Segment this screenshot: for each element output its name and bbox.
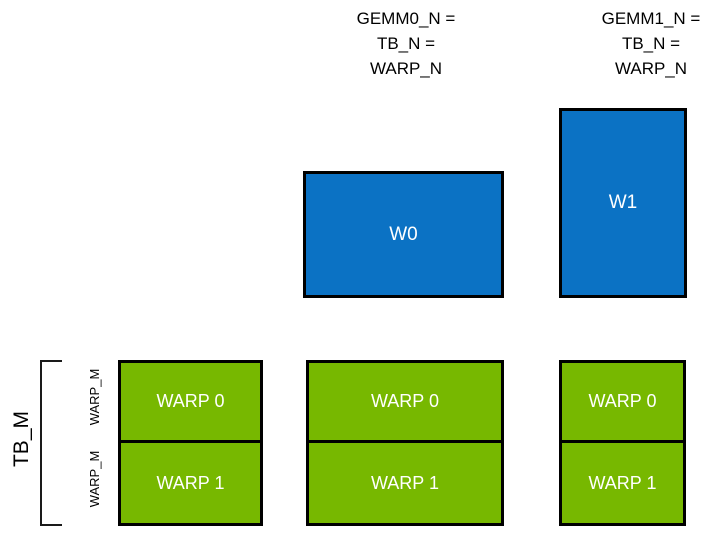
warp-cell-label: WARP 0: [370, 391, 440, 411]
tb-m-bracket-icon: [40, 360, 62, 526]
warp-cell: WARP 0: [562, 363, 683, 443]
warp-cell-label: WARP 1: [588, 472, 657, 493]
warp-m-dimension-label-bottom: WARP_M: [87, 450, 102, 508]
warp-tile-w1-label: W1: [608, 192, 638, 213]
warp-cell: WARP 1: [562, 443, 683, 523]
column-caption-gemm0: GEMM0_N = TB_N = WARP_N: [356, 9, 456, 78]
warp-grid-column-2: WARP 0 WARP 1: [559, 360, 686, 526]
warp-tile-w0: W0: [303, 171, 504, 298]
warp-cell: WARP 0: [309, 363, 501, 443]
warp-grid-column-0: WARP 0 WARP 1: [118, 360, 263, 526]
tb-m-dimension-label: TB_M: [10, 411, 33, 468]
warp-cell: WARP 1: [121, 443, 260, 523]
warp-cell: WARP 1: [309, 443, 501, 523]
warp-tile-w0-label: W0: [389, 223, 418, 245]
warp-cell: WARP 0: [121, 363, 260, 443]
warp-tile-w1: W1: [559, 108, 687, 298]
warp-cell-label: WARP 0: [156, 391, 225, 411]
warp-cell-label: WARP 0: [588, 391, 657, 411]
column-caption-gemm1: GEMM1_N = TB_N = WARP_N: [601, 9, 701, 78]
warp-cell-label: WARP 1: [156, 472, 225, 493]
warp-grid-column-1: WARP 0 WARP 1: [306, 360, 504, 526]
warp-cell-label: WARP 1: [370, 472, 440, 493]
warp-m-dimension-label-top: WARP_M: [87, 368, 102, 426]
